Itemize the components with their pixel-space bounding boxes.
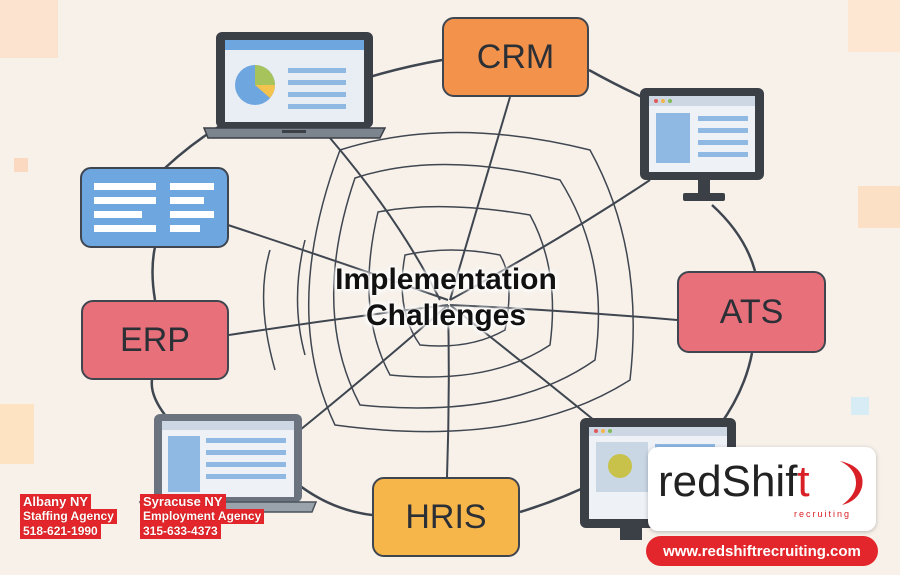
website-link[interactable]: www.redshiftrecruiting.com: [646, 536, 878, 566]
office-role: Employment Agency: [140, 509, 265, 524]
office-role: Staffing Agency: [20, 509, 117, 524]
office-city: Syracuse NY: [140, 494, 226, 509]
background-square: [0, 404, 34, 464]
logo-swoosh-icon: [840, 461, 863, 505]
logo-wordmark-main: redShif: [658, 457, 798, 506]
ats-node: ATS: [677, 271, 826, 353]
background-square: [848, 0, 900, 52]
crm-node: CRM: [442, 17, 589, 97]
logo-wordmark-accent: t: [797, 457, 810, 506]
syracuse-office-label: Syracuse NY Employment Agency 315-633-43…: [140, 494, 265, 539]
erp-node: ERP: [81, 300, 229, 380]
hris-node: HRIS: [372, 477, 520, 557]
albany-office-label: Albany NY Staffing Agency 518-621-1990: [20, 494, 117, 539]
logo-wordmark: redShift: [658, 457, 810, 507]
center-title-line-2: Challenges: [365, 299, 527, 332]
web-spokes: [227, 96, 678, 478]
background-square: [0, 0, 58, 58]
laptop-pie-chart-icon: [202, 32, 387, 139]
web-rings: [262, 131, 634, 433]
center-title: Implementation Challenges: [296, 262, 596, 334]
monitor-icon: [640, 88, 764, 201]
office-phone: 518-621-1990: [20, 524, 101, 539]
office-phone: 315-633-4373: [140, 524, 221, 539]
center-title-line-1: Implementation: [335, 263, 557, 296]
logo-subtitle: recruiting: [794, 509, 852, 519]
laptop-dashboard-icon: [138, 414, 318, 513]
redshift-logo: redShift recruiting: [648, 447, 876, 531]
document-icon: [80, 167, 229, 248]
background-square: [858, 186, 900, 228]
background-square: [851, 397, 869, 415]
background-square: [14, 158, 28, 172]
office-city: Albany NY: [20, 494, 92, 509]
